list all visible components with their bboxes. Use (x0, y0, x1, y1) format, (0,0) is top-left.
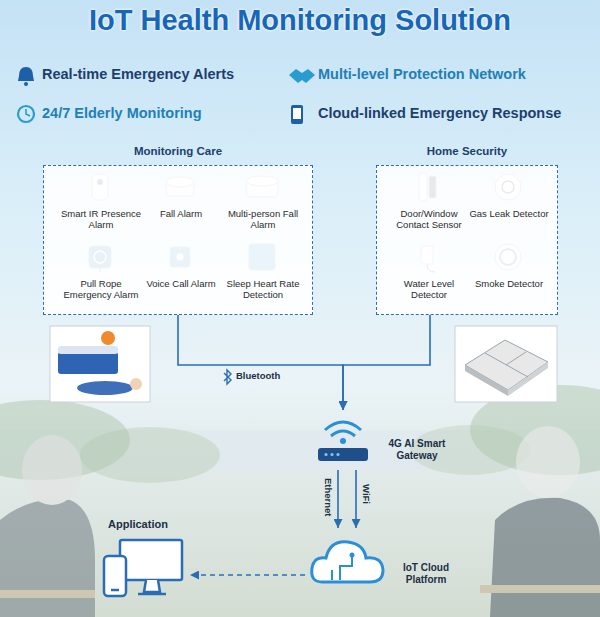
device-item: Smart IR Presence Alarm (59, 174, 143, 230)
device-label: Gas Leak Detector (467, 208, 551, 219)
application-node: Application (100, 518, 190, 606)
feature-label: Cloud-linked Emergency Response (318, 105, 561, 121)
feature-label: Real-time Emergency Alerts (42, 66, 234, 82)
feature-icons (289, 69, 315, 83)
device-label: Voice Call Alarm (139, 278, 223, 289)
gateway-router-icon (336, 453, 339, 456)
home-floorplan-photo (465, 365, 508, 396)
fall-scene-photo (58, 346, 118, 354)
device-item: Voice Call Alarm (139, 244, 223, 289)
device-label: Smart IR Presence Alarm (59, 208, 143, 230)
fall-scene-photo (101, 331, 115, 345)
device-item: Gas Leak Detector (467, 174, 551, 219)
device-label: Sleep Heart Rate Detection (221, 278, 305, 300)
application-devices-icon (111, 589, 119, 592)
cloud-icon (312, 542, 383, 582)
connector-arrow (337, 470, 339, 528)
gateway-router-icon (318, 448, 368, 461)
home-floorplan-photo (506, 352, 526, 365)
connector-arrow (355, 470, 357, 528)
gateway-node: 4G AI Smart Gateway (312, 410, 472, 470)
feature-icons (18, 67, 315, 124)
device-item: Fall Alarm (139, 174, 223, 219)
elderly-silhouette-right (516, 426, 580, 498)
gateway-router-icon (318, 422, 368, 461)
elderly-silhouette-right (480, 426, 600, 617)
elderly-silhouette-left (22, 435, 82, 505)
sky-ground (80, 427, 220, 483)
gateway-router-icon (330, 453, 333, 456)
device-item: Multi-person Fall Alarm (221, 174, 305, 230)
elderly-silhouette-right (480, 585, 600, 593)
home-floorplan-photo (455, 326, 557, 402)
page-title: IoT Health Monitoring Solution (0, 4, 600, 37)
device-item: Smoke Detector (467, 244, 551, 289)
elderly-silhouette-left (0, 590, 95, 598)
home-floorplan-photo (455, 326, 557, 402)
home-floorplan-photo (485, 353, 528, 377)
fall-scene-photo (50, 326, 150, 402)
bluetooth-symbol (224, 370, 231, 384)
device-label: Door/Window Contact Sensor (387, 208, 471, 230)
fall-scene-photo (77, 381, 133, 395)
feature-icons (24, 82, 28, 86)
bluetooth-symbol (224, 370, 231, 384)
gateway-router-icon (340, 438, 346, 444)
feature-icons (291, 105, 303, 124)
fall-scene-photo (50, 326, 150, 402)
connector-arrow (343, 315, 430, 410)
connector-arrow (178, 315, 343, 410)
connector-label: Bluetooth (236, 370, 280, 381)
gateway-router-icon (331, 431, 355, 436)
application-label: Application (100, 518, 190, 530)
device-item: Water Level Detector (387, 244, 471, 300)
gateway-router-icon (325, 422, 361, 430)
device-label: Multi-person Fall Alarm (221, 208, 305, 230)
group-heading: Home Security (377, 145, 557, 157)
feature-label: 24/7 Elderly Monitoring (42, 105, 202, 121)
cloud-icon (331, 570, 333, 580)
application-devices-icon (104, 540, 182, 596)
device-label: Fall Alarm (139, 208, 223, 219)
feature-icons (18, 67, 34, 81)
connector-arrow (190, 574, 305, 576)
home-floorplan-photo (465, 340, 548, 390)
device-item: Pull Rope Emergency Alarm (59, 244, 143, 300)
group-box: Smart IR Presence AlarmFall AlarmMulti-p… (43, 165, 313, 315)
cloud-icon (340, 556, 352, 580)
elderly-silhouette-right (490, 498, 600, 617)
connector-label: WiFi (361, 484, 372, 504)
group-box: Door/Window Contact SensorGas Leak Detec… (376, 165, 558, 315)
feature-icons (26, 109, 30, 116)
connector-label: Ethernet (323, 478, 334, 517)
elderly-silhouette-left (0, 435, 95, 617)
elderly-silhouette-left (0, 499, 95, 617)
group-heading: Monitoring Care (44, 145, 312, 157)
fall-scene-photo (130, 378, 142, 390)
application-devices-icon (120, 540, 182, 580)
gateway-router-icon (324, 453, 327, 456)
device-label: Water Level Detector (387, 278, 471, 300)
fall-scene-photo (58, 352, 118, 374)
device-item: Sleep Heart Rate Detection (221, 244, 305, 300)
feature-icons (18, 106, 34, 122)
gateway-label: 4G AI Smart Gateway (378, 410, 456, 462)
cloud-icon (312, 542, 383, 582)
cloud-node: IoT Cloud Platform (305, 528, 470, 590)
application-devices-icon (138, 593, 166, 596)
cloud-icon (350, 553, 355, 558)
application-devices-icon (104, 556, 126, 596)
feature-label: Multi-level Protection Network (318, 66, 526, 82)
device-label: Pull Rope Emergency Alarm (59, 278, 143, 300)
application-devices-icon (144, 580, 160, 592)
device-item: Door/Window Contact Sensor (387, 174, 471, 230)
feature-icons (293, 108, 301, 119)
home-floorplan-photo (508, 362, 548, 396)
cloud-label: IoT Cloud Platform (389, 528, 463, 586)
device-label: Smoke Detector (467, 278, 551, 289)
